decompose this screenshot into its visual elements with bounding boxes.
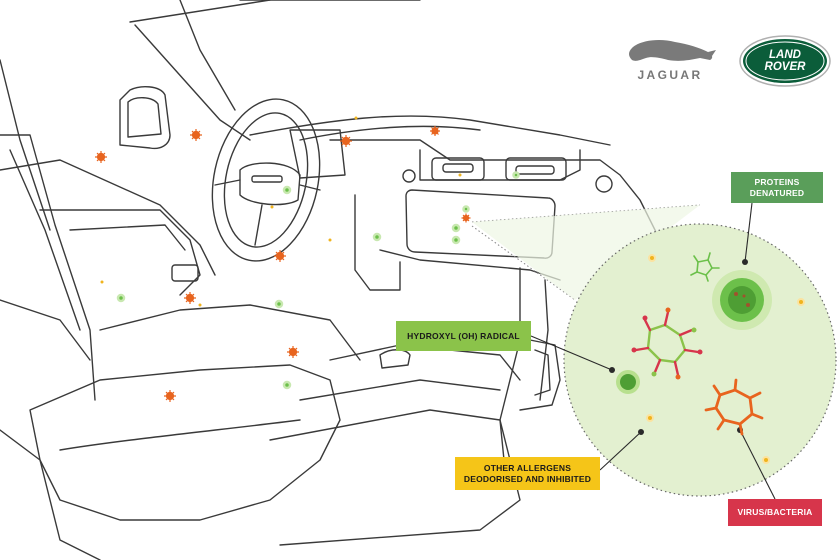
jaguar-wordmark: JAGUAR [637, 68, 703, 82]
leader-lines [530, 202, 776, 500]
bacteria-icon [704, 378, 764, 436]
small-virus-icon [690, 252, 720, 282]
virus-bacteria-label: VIRUS/BACTERIA [728, 499, 822, 526]
land-rover-wordmark: LAND ROVER [740, 36, 830, 86]
magnifier-circle [563, 223, 837, 497]
proteins-denatured-label: PROTEINS DENATURED [731, 172, 823, 203]
car-germ-particles [95, 126, 471, 402]
denatured-protein-icon [712, 270, 772, 330]
virus-icon [631, 307, 703, 380]
leaping-jaguar-icon [629, 40, 716, 61]
car-green-particles [116, 171, 520, 390]
car-yellow-dots [100, 116, 462, 307]
allergens-label: OTHER ALLERGENS DEODORISED AND INHIBITED [455, 457, 600, 490]
land-rover-line1: LAND [769, 49, 801, 61]
hydroxyl-radical-label: HYDROXYL (OH) RADICAL [396, 321, 531, 351]
land-rover-line2: ROVER [764, 61, 806, 73]
land-rover-oval-badge [739, 35, 831, 87]
hydroxyl-particle-icon [616, 370, 640, 394]
magnifier-projection [471, 204, 701, 301]
projection-fill [472, 205, 700, 300]
allergen-particles [646, 254, 805, 464]
